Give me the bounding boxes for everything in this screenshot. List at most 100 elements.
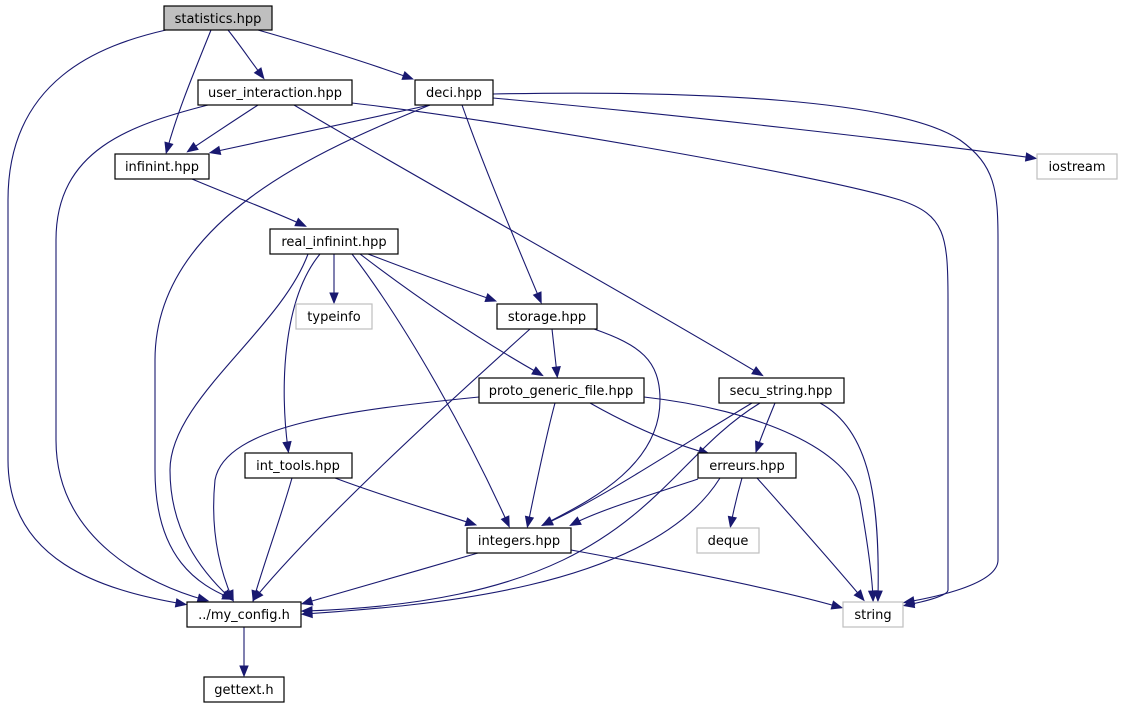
edge-statistics-to-deci xyxy=(257,29,415,80)
edge-erreurs-to-integers xyxy=(569,478,699,527)
node-integers-label: integers.hpp xyxy=(478,534,560,549)
edge-erreurs-to-string xyxy=(756,477,865,602)
edge-real-infinint-to-int-tools xyxy=(282,253,321,454)
edge-line xyxy=(304,402,761,612)
edge-erreurs-to-deque xyxy=(727,477,743,529)
edge-arrowhead xyxy=(500,515,510,528)
edge-line xyxy=(191,178,304,226)
edge-real-infinint-to-typeinfo xyxy=(329,254,339,305)
node-infinint-label: infinint.hpp xyxy=(125,160,199,175)
node-proto-generic-file[interactable]: proto_generic_file.hpp xyxy=(478,377,645,404)
edge-secu-string-to-erreurs xyxy=(755,402,776,454)
edge-real-infinint-to-storage xyxy=(367,253,498,303)
node-gettext[interactable]: gettext.h xyxy=(203,676,285,703)
edge-arrowhead xyxy=(164,141,174,155)
edge-line xyxy=(589,402,707,454)
edge-line xyxy=(643,396,874,599)
edge-arrowhead xyxy=(294,217,307,227)
edge-secu-string-to-string xyxy=(819,402,883,603)
node-integers[interactable]: integers.hpp xyxy=(466,527,572,554)
edge-arrowhead xyxy=(524,515,535,529)
edge-arrowhead xyxy=(329,292,339,305)
edge-arrowhead xyxy=(300,608,313,619)
edge-arrowhead xyxy=(751,366,764,377)
edge-line xyxy=(304,552,479,604)
edge-line xyxy=(492,97,1034,159)
node-infinint[interactable]: infinint.hpp xyxy=(114,153,210,180)
edge-line xyxy=(544,328,661,525)
edge-line xyxy=(253,477,293,599)
edge-line xyxy=(461,104,541,301)
edges-layer xyxy=(7,29,1038,678)
node-iostream-label: iostream xyxy=(1048,160,1105,175)
node-real-infinint[interactable]: real_infinint.hpp xyxy=(269,228,399,255)
node-user-interaction[interactable]: user_interaction.hpp xyxy=(197,79,353,106)
node-erreurs[interactable]: erreurs.hpp xyxy=(697,452,797,479)
edge-deci-to-string xyxy=(492,92,999,606)
edge-integers-to-string xyxy=(570,549,844,610)
edge-storage-to-proto-generic-file xyxy=(551,328,561,379)
edge-line xyxy=(367,253,494,301)
edge-arrowhead xyxy=(531,366,544,377)
edge-arrowhead xyxy=(853,589,865,602)
edge-arrowhead xyxy=(727,515,738,529)
node-typeinfo[interactable]: typeinfo xyxy=(295,303,373,330)
edge-arrowhead xyxy=(902,596,916,606)
edge-line xyxy=(257,29,411,79)
node-int-tools[interactable]: int_tools.hpp xyxy=(244,452,353,479)
node-statistics[interactable]: statistics.hpp xyxy=(163,5,273,31)
edge-line xyxy=(572,478,699,525)
edge-line xyxy=(189,104,259,151)
edge-line xyxy=(227,29,263,77)
node-string-label: string xyxy=(854,608,891,623)
edge-arrowhead xyxy=(208,145,222,156)
edge-user-interaction-to-string xyxy=(351,102,949,609)
edge-arrowhead xyxy=(551,366,561,379)
node-string[interactable]: string xyxy=(842,601,904,628)
node-int-tools-label: int_tools.hpp xyxy=(256,459,340,474)
edge-arrowhead xyxy=(484,293,498,303)
edge-line xyxy=(55,104,209,601)
edge-arrowhead xyxy=(401,71,415,80)
edge-erreurs-to-my-config xyxy=(300,477,721,619)
edge-line xyxy=(819,402,879,599)
edge-line xyxy=(351,102,949,606)
node-secu-string-label: secu_string.hpp xyxy=(730,384,833,399)
node-deque[interactable]: deque xyxy=(696,527,760,554)
edge-arrowhead xyxy=(300,596,314,606)
edge-secu-string-to-integers xyxy=(541,402,753,526)
edge-arrowhead xyxy=(532,291,542,305)
edge-real-infinint-to-proto-generic-file xyxy=(359,253,544,377)
edge-user-interaction-to-infinint xyxy=(186,104,259,153)
edge-my-config-to-gettext xyxy=(239,627,249,678)
node-secu-string[interactable]: secu_string.hpp xyxy=(718,377,845,404)
edge-infinint-to-real-infinint xyxy=(191,178,307,227)
edge-proto-generic-file-to-erreurs xyxy=(589,402,711,456)
edge-line xyxy=(7,29,184,605)
edge-arrowhead xyxy=(196,593,210,603)
edge-deci-to-infinint xyxy=(208,104,431,156)
edge-arrowhead xyxy=(186,141,199,153)
edge-line xyxy=(283,253,321,450)
edge-arrowhead xyxy=(569,516,582,527)
edge-arrowhead xyxy=(1024,152,1038,162)
node-erreurs-label: erreurs.hpp xyxy=(709,459,784,474)
edge-line xyxy=(756,477,863,599)
edge-user-interaction-to-secu-string xyxy=(293,104,764,377)
edge-storage-to-integers xyxy=(541,328,661,527)
node-storage[interactable]: storage.hpp xyxy=(496,303,598,330)
node-deci-label: deci.hpp xyxy=(426,86,482,101)
edge-line xyxy=(551,328,558,375)
edge-real-infinint-to-integers xyxy=(351,253,510,528)
edge-proto-generic-file-to-my-config xyxy=(213,396,480,603)
node-deci[interactable]: deci.hpp xyxy=(414,79,494,106)
node-iostream[interactable]: iostream xyxy=(1036,153,1118,180)
edge-line xyxy=(169,253,309,599)
node-typeinfo-label: typeinfo xyxy=(307,310,360,325)
edge-arrowhead xyxy=(464,517,478,527)
node-my-config[interactable]: ../my_config.h xyxy=(186,601,302,628)
edge-int-tools-to-my-config xyxy=(251,477,293,603)
edge-arrowhead xyxy=(253,67,265,80)
edge-line xyxy=(213,396,480,599)
